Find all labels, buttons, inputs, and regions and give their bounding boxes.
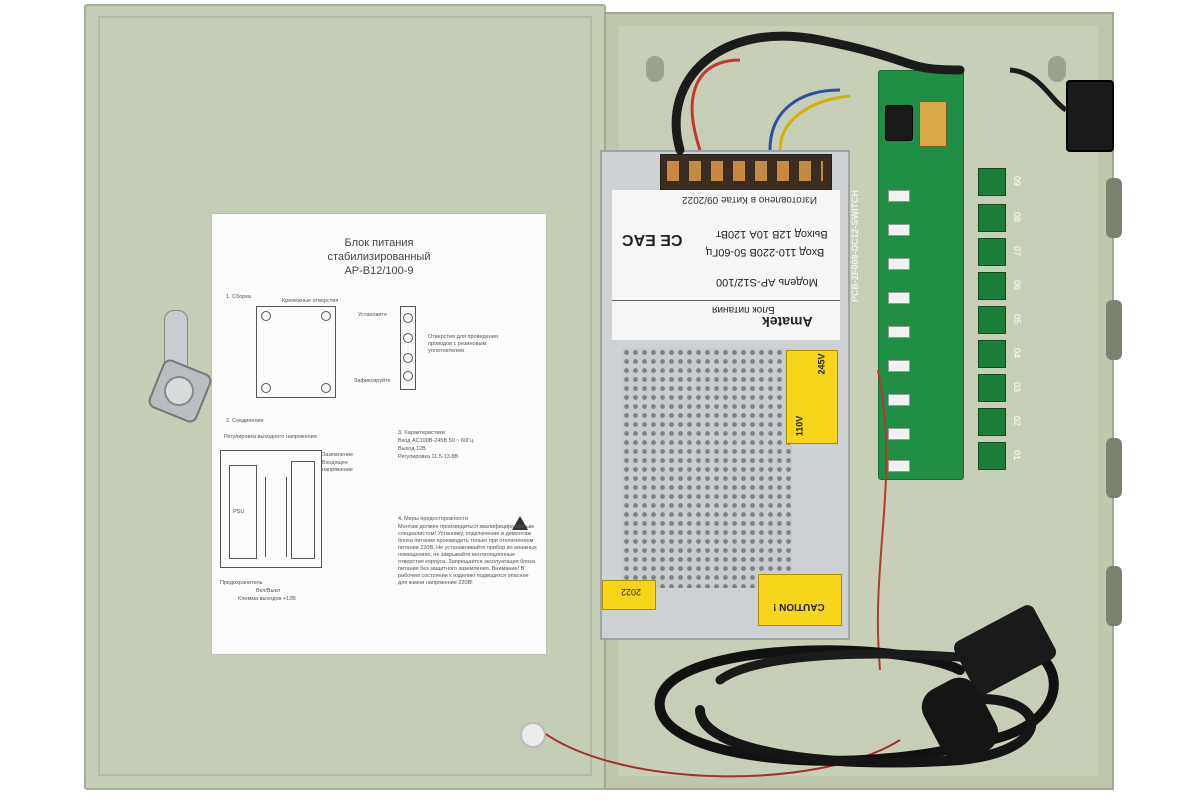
output-terminal-6[interactable] <box>978 272 1006 300</box>
cable-grommet <box>520 722 546 748</box>
manual-precautions-text: Монтаж должен производиться квалифициров… <box>398 524 537 586</box>
output-terminal-4[interactable] <box>978 340 1006 368</box>
psu-terminal-block <box>660 154 832 190</box>
output-terminal-3[interactable] <box>978 374 1006 402</box>
output-terminal-2[interactable] <box>978 408 1006 436</box>
output-terminal-9[interactable] <box>978 168 1006 196</box>
manual-mount-holes: Крепежные отверстия <box>282 298 339 304</box>
power-switch[interactable] <box>885 105 913 141</box>
door-lock[interactable] <box>146 310 214 425</box>
manual-terminal-out: Клемма выходов +12В <box>238 596 296 602</box>
manual-output-adjust: Регулировка выходного напряжения <box>224 434 317 440</box>
manual-title-line3: AP-B12/100-9 <box>344 265 414 277</box>
manual-install: Установите <box>358 312 387 318</box>
manual-cable-holes: Отверстия для проведения проводов с рези… <box>428 334 498 354</box>
manual-section-connection: 2. Соединение <box>226 418 264 424</box>
cable-gland-strip <box>400 306 416 390</box>
instruction-sheet: Блок питания стабилизированный AP-B12/10… <box>212 214 546 654</box>
distribution-board: PCB-2F009-DC12-SWITCH <box>850 70 964 480</box>
input-terminal-block[interactable] <box>919 101 947 147</box>
manual-section-specs: 3. Характеристики <box>398 430 445 436</box>
output-terminal-8[interactable] <box>978 204 1006 232</box>
manual-ground: Заземление <box>322 452 354 458</box>
manual-on-off: Вкл/Выкл <box>256 588 281 594</box>
manual-section-precautions: 4. Меры предосторожности <box>398 516 469 522</box>
assembly-diagram <box>256 306 336 398</box>
fuse-holder[interactable] <box>888 394 910 406</box>
manual-section-assembly: 1. Сборка <box>226 294 251 300</box>
keyhole-mount-top-left <box>646 56 664 82</box>
iec-power-inlet[interactable] <box>1066 80 1114 152</box>
fuse-holder[interactable] <box>888 292 910 304</box>
fuse-holder[interactable] <box>888 258 910 270</box>
fuse-holder[interactable] <box>888 190 910 202</box>
side-knockout-2 <box>1106 300 1122 360</box>
date-sticker: 2022 <box>602 580 656 610</box>
keyhole-mount-top-right <box>1048 56 1066 82</box>
manual-title-line2: стабилизированный <box>327 251 431 263</box>
manual-title-line1: Блок питания <box>344 237 414 249</box>
side-knockout-3 <box>1106 438 1122 498</box>
fuse-holder[interactable] <box>888 326 910 338</box>
warning-icon <box>512 516 528 530</box>
fuse-holder[interactable] <box>888 460 910 472</box>
fuse-holder[interactable] <box>888 224 910 236</box>
manual-psu-box: PSU <box>233 509 245 515</box>
manual-spec-output: Выход 12В <box>398 446 426 452</box>
manual-fix: Зафиксируйте <box>354 378 391 384</box>
caution-sticker: CAUTION ! <box>758 574 842 626</box>
output-terminal-5[interactable] <box>978 306 1006 334</box>
manual-input-voltage: Входящее напряжение <box>322 460 353 473</box>
door-panel-recess <box>98 16 592 776</box>
side-knockout-4 <box>1106 566 1122 626</box>
voltage-selector-sticker[interactable]: 110V 245V <box>786 350 838 444</box>
output-terminal-7[interactable] <box>978 238 1006 266</box>
manual-fuse: Предохранитель <box>220 580 263 586</box>
fuse-holder[interactable] <box>888 360 910 372</box>
psu-vent-mesh <box>622 348 792 588</box>
manual-spec-adjust: Регулировка 11.5-13.8В <box>398 454 459 460</box>
fuse-holder[interactable] <box>888 428 910 440</box>
side-knockout-1 <box>1106 178 1122 238</box>
psu-label: Изготовлено в Китае 09/2022 CE EAC Выход… <box>612 190 840 340</box>
output-terminal-1[interactable] <box>978 442 1006 470</box>
manual-spec-input: Вход AC100В-245В 50 ~ 60Гц <box>398 438 474 444</box>
wiring-diagram: PSU <box>220 450 322 568</box>
